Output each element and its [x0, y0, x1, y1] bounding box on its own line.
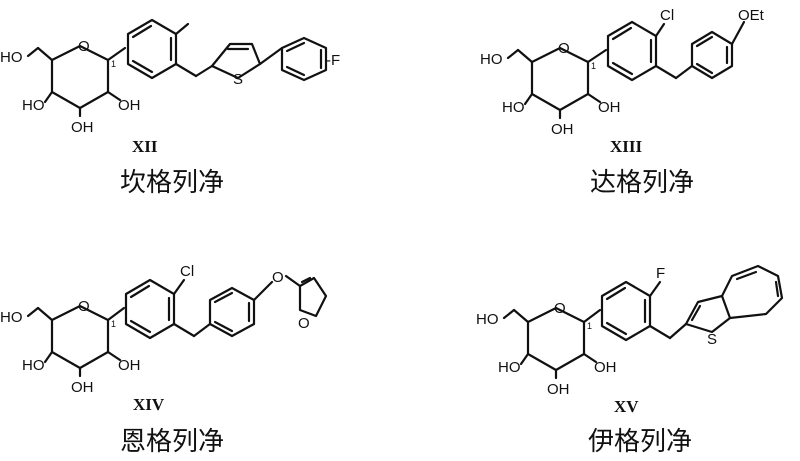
xiii-oh-c2-label: OH [598, 99, 621, 116]
xiv-cl-label: Cl [180, 263, 194, 280]
xiii-code: XIII [610, 137, 643, 156]
xii-oh-c4-label: OH [71, 119, 94, 136]
xiii-oet-label: OEt [738, 7, 765, 24]
xii-ho-label: HO [0, 49, 23, 66]
xii-anomeric-label: 1 [111, 59, 116, 69]
xiii-oh-c4-label: OH [551, 121, 574, 138]
structure-xiii: HO O 1 HO OH OH Cl OEt XIII 达格列净 [480, 7, 765, 198]
structure-xv: HO O 1 HO OH OH F S XV 伊格列净 [476, 264, 784, 457]
xiv-oh-c4-label: OH [71, 379, 94, 396]
xv-s-label: S [707, 331, 717, 348]
xv-f-label: F [656, 265, 665, 282]
xii-s-label: S [233, 71, 243, 88]
xv-ring-o-label: O [554, 300, 566, 317]
xv-anomeric-label: 1 [587, 321, 592, 331]
xii-oh-c3-label: HO [22, 97, 45, 114]
xiii-name: 达格列净 [590, 168, 694, 198]
xiii-oh-c3-label: HO [502, 99, 525, 116]
xv-oh-c2-label: OH [594, 359, 617, 376]
xii-code: XII [132, 137, 158, 156]
xiv-code: XIV [133, 395, 165, 414]
structure-xii: HO O 1 HO OH OH S -F XII 坎格列净 [0, 18, 340, 198]
xii-name: 坎格列净 [120, 168, 224, 198]
xiv-o-link-label: O [272, 269, 284, 286]
xv-code: XV [614, 397, 639, 416]
xiv-name: 恩格列净 [120, 427, 224, 457]
xii-f-label: -F [326, 52, 340, 69]
xiv-oh-c3-label: HO [22, 357, 45, 374]
xiii-cl-label: Cl [660, 7, 674, 24]
xiv-o-thf-label: O [298, 315, 310, 332]
xii-oh-c2-label: OH [118, 97, 141, 114]
xv-ho-label: HO [476, 311, 499, 328]
xv-oh-c4-label: OH [547, 381, 570, 398]
xiii-anomeric-label: 1 [591, 61, 596, 71]
xiv-oh-c2-label: OH [118, 357, 141, 374]
xiii-ring-o-label: O [558, 40, 570, 57]
xv-name: 伊格列净 [588, 427, 692, 457]
xiv-anomeric-label: 1 [111, 319, 116, 329]
structure-xiv: HO O 1 HO OH OH Cl O O XIV 恩格列净 [0, 263, 328, 457]
xiv-ho-label: HO [0, 309, 23, 326]
xiv-ring-o-label: O [78, 298, 90, 315]
xii-ring-o-label: O [78, 38, 90, 55]
xv-oh-c3-label: HO [498, 359, 521, 376]
xiii-ho-label: HO [480, 51, 503, 68]
